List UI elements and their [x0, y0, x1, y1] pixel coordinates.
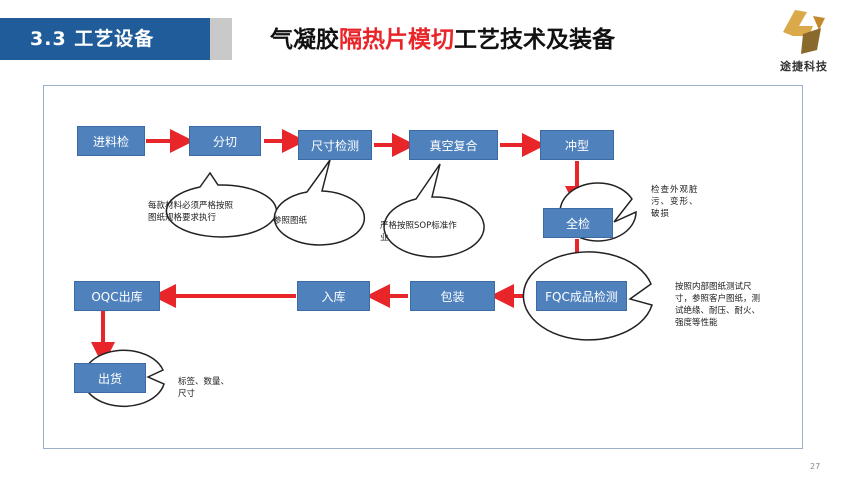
node-incoming: 进料检 — [77, 126, 145, 156]
node-dimension: 尺寸检测 — [298, 130, 372, 160]
title-suffix: 工艺技术及装备 — [454, 27, 615, 53]
slide-title: 气凝胶隔热片模切工艺技术及装备 — [270, 20, 615, 60]
bubble-vacuum-shape — [383, 163, 485, 258]
node-punch: 冲型 — [540, 130, 614, 160]
title-prefix: 气凝胶 — [270, 27, 339, 53]
node-shipping: 出货 — [74, 363, 146, 393]
bubble-dimension-shape — [273, 159, 366, 246]
company-logo-icon — [783, 10, 825, 54]
node-full-check: 全检 — [543, 208, 613, 238]
logo-text: 途捷科技 — [780, 60, 828, 73]
page-number: 27 — [810, 462, 821, 471]
section-tab — [0, 18, 232, 60]
node-slitting: 分切 — [189, 126, 261, 156]
note-shipping: 标签、数量、尺寸 — [178, 377, 230, 399]
section-label: 3.3 工艺设备 — [30, 28, 155, 50]
node-vacuum: 真空复合 — [409, 130, 498, 160]
title-highlight: 隔热片模切 — [339, 27, 454, 53]
note-slitting: 每款材料必须严格按照图纸规格要求执行 — [148, 201, 234, 223]
bubble-slitting-shape — [165, 171, 278, 238]
node-fqc: FQC成品检测 — [536, 281, 627, 311]
node-oqc: OQC出库 — [74, 281, 160, 311]
note-fqc: 按照内部图纸测试尺寸，参照客户图纸，测试绝缘、耐压、耐火、强度等性能 — [675, 282, 761, 328]
note-full-check: 检查外观脏污、变形、破损 — [651, 185, 699, 219]
note-vacuum: 严格按照SOP标准作业 — [380, 221, 457, 243]
node-packaging: 包装 — [410, 281, 495, 311]
note-dimension: 参照图纸 — [273, 216, 308, 226]
node-warehouse: 入库 — [297, 281, 370, 311]
